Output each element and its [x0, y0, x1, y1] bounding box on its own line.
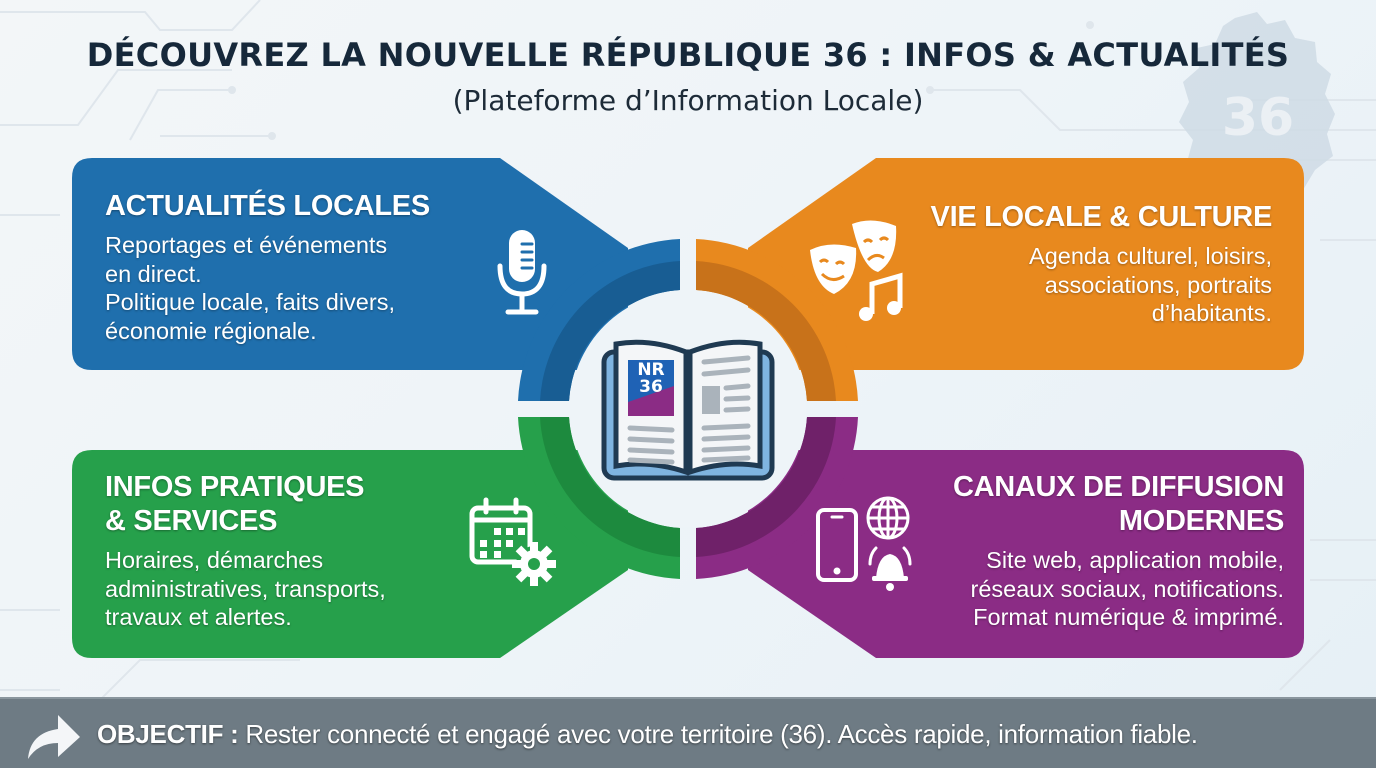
card-body: Site web, application mobile, réseaux so…	[900, 546, 1285, 632]
footer-objective-bar: OBJECTIF : Rester connecté et engagé ave…	[0, 697, 1376, 768]
card-title: CANAUX DE DIFFUSION MODERNES	[900, 470, 1284, 538]
body-line: Agenda culturel, loisirs,	[1029, 243, 1272, 269]
share-arrow-icon	[28, 715, 80, 759]
theater-masks-music-icon	[810, 220, 903, 321]
body-line: travaux et alertes.	[105, 604, 292, 630]
nr36-logo: NR 36	[628, 362, 674, 396]
open-newspaper-book-icon	[601, 339, 775, 481]
body-line: associations, portraits	[1044, 271, 1272, 298]
calendar-gear-icon	[469, 497, 556, 586]
title-line: & SERVICES	[105, 505, 278, 537]
title-line: CANAUX DE DIFFUSION	[952, 471, 1284, 503]
map-number: 36	[1221, 88, 1295, 148]
card-body: Horaires, démarches administratives, tra…	[105, 546, 485, 632]
card-culture-shape	[748, 158, 1304, 370]
card-pratiques-shape	[72, 450, 628, 658]
card-title: VIE LOCALE & CULTURE	[930, 201, 1273, 233]
title-line: MODERNES	[1118, 505, 1284, 537]
footer-objective-text: OBJECTIF : Rester connecté et engagé ave…	[97, 719, 1198, 750]
indre-department-map-icon	[1179, 12, 1335, 194]
card-pratiques: INFOS PRATIQUES & SERVICES Horaires, dém…	[105, 470, 485, 632]
page-subtitle: (Plateforme d’Information Locale)	[452, 84, 924, 117]
card-canaux: CANAUX DE DIFFUSION MODERNES Site web, a…	[900, 470, 1284, 632]
body-line: économie régionale.	[105, 317, 317, 344]
card-culture: VIE LOCALE & CULTURE Agenda culturel, lo…	[900, 200, 1273, 328]
body-line: d’habitants.	[1151, 300, 1272, 326]
body-line: administratives, transports,	[105, 575, 386, 602]
body-line: Horaires, démarches	[105, 547, 324, 573]
phone-globe-bell-icon	[816, 496, 912, 591]
title-line: INFOS PRATIQUES	[105, 471, 365, 503]
card-title: ACTUALITÉS LOCALES	[105, 190, 430, 222]
footer-message: Rester connecté et engagé avec votre ter…	[238, 719, 1198, 749]
microphone-icon	[497, 230, 547, 315]
body-line: Reportages et événements	[105, 232, 388, 258]
card-actualites-shape	[72, 158, 628, 370]
card-actualites: ACTUALITÉS LOCALES Reportages et événeme…	[105, 189, 485, 345]
card-body: Agenda culturel, loisirs, associations, …	[900, 242, 1272, 328]
logo-line-2: 36	[639, 377, 663, 397]
body-line: Politique locale, faits divers,	[105, 289, 395, 315]
body-line: Format numérique & imprimé.	[973, 604, 1284, 630]
body-line: réseaux sociaux, notifications.	[970, 575, 1285, 602]
logo-line-1: NR	[637, 360, 665, 380]
body-line: en direct.	[105, 260, 202, 287]
body-line: Site web, application mobile,	[986, 547, 1284, 573]
card-body: Reportages et événements en direct. Poli…	[105, 231, 485, 345]
footer-label: OBJECTIF :	[97, 719, 239, 749]
card-title: INFOS PRATIQUES & SERVICES	[105, 470, 485, 538]
page-title: DÉCOUVREZ LA NOUVELLE RÉPUBLIQUE 36 : IN…	[86, 36, 1290, 74]
